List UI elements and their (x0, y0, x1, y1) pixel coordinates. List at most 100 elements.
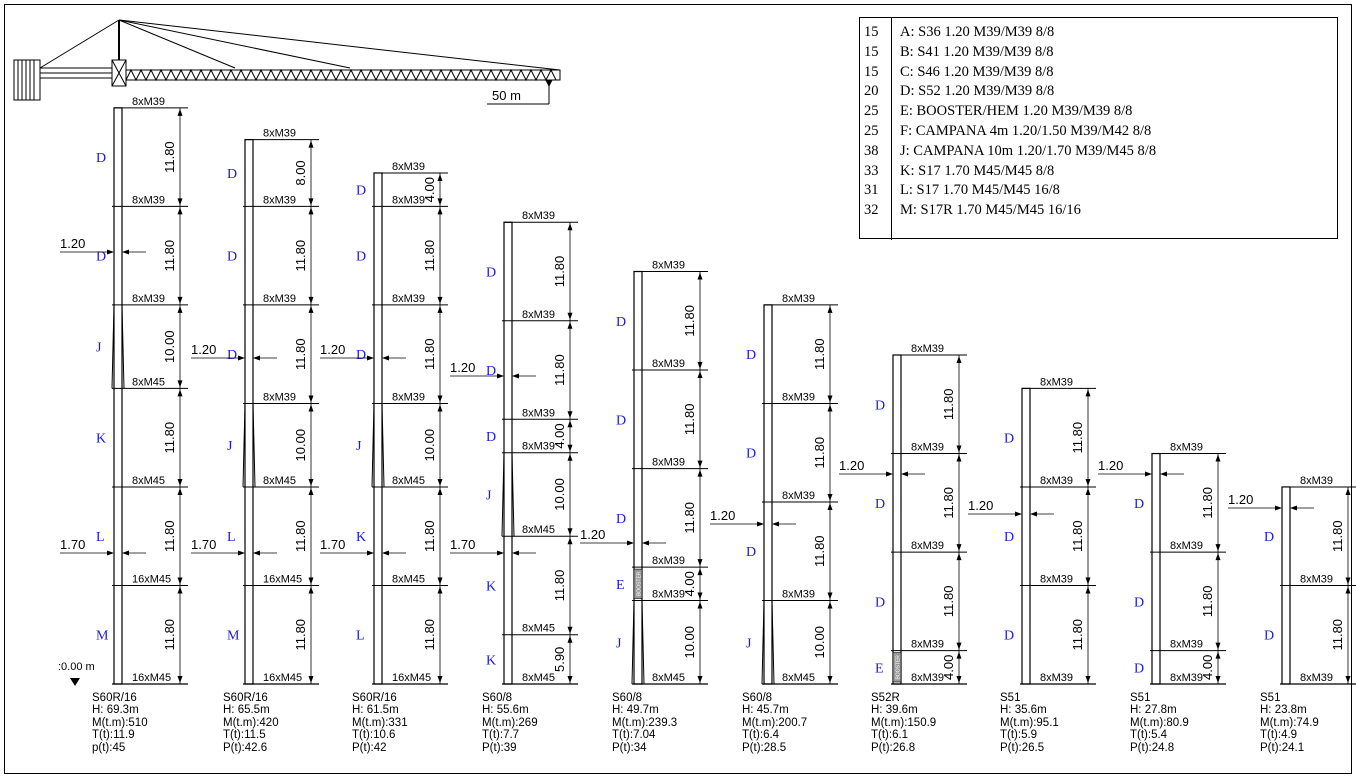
legend-count: 25 (864, 103, 879, 120)
tower-spec-load: P(t):42 (352, 741, 387, 754)
tower-spec-torque: T(t):4.9 (1260, 729, 1298, 742)
dimension-arrow (177, 207, 183, 215)
section-length-label: 10.00 (812, 626, 827, 659)
legend-text: M: S17R 1.70 M45/M45 16/16 (900, 202, 1081, 219)
section-type-letter: D (486, 430, 496, 445)
width-arrow (512, 373, 519, 379)
dimension-arrow (1085, 676, 1091, 683)
width-arrow (497, 373, 504, 379)
dimension-arrow (567, 528, 573, 536)
legend-count: 20 (864, 83, 879, 100)
booster-section (892, 652, 902, 683)
tower-spec-height: H: 23.8m (1260, 704, 1307, 717)
bolt-label: 8xM39 (652, 457, 685, 469)
width-label: 1.70 (191, 537, 216, 552)
bolt-label: 8xM39 (1040, 573, 1073, 585)
legend-text: D: S52 1.20 M39/M39 8/8 (900, 83, 1055, 100)
dimension-arrow (177, 380, 183, 388)
tower-spec-moment: M(t.m):74.9 (1260, 716, 1319, 729)
taper-line (111, 304, 115, 389)
tower-spec-height: H: 49.7m (612, 704, 659, 717)
dimension-arrow (437, 207, 443, 215)
width-label: 1.70 (60, 537, 85, 552)
section-length-label: 11.80 (812, 535, 827, 567)
section-length-label: 11.80 (422, 619, 437, 651)
tower-spec-torque: T(t):10.6 (352, 729, 396, 742)
crane-jib-icon (13, 19, 561, 105)
section-length-label: 11.80 (812, 338, 827, 370)
tower-spec-moment: M(t.m):80.9 (1130, 716, 1189, 729)
bolt-label: 8xM39 (522, 210, 555, 222)
dimension-arrow (827, 601, 833, 609)
dimension-arrow (437, 487, 443, 495)
section-type-letter: D (875, 595, 885, 610)
bolt-label: 8xM39 (392, 293, 425, 305)
section-type-letter: D (875, 398, 885, 413)
legend-text: B: S41 1.20 M39/M39 8/8 (900, 43, 1054, 60)
bolt-label: 8xM45 (132, 475, 165, 487)
taper-line (371, 403, 375, 487)
section-type-letter: L (227, 530, 236, 545)
dimension-arrow (177, 487, 183, 495)
bolt-label: 8xM39 (911, 672, 944, 684)
taper-line (761, 600, 765, 685)
dimension-arrow (697, 362, 703, 370)
booster-section (633, 568, 643, 599)
tower-spec-height: H: 55.6m (482, 704, 529, 717)
width-arrow (497, 550, 504, 556)
bolt-label: 8xM45 (522, 524, 555, 536)
width-arrow (122, 249, 129, 255)
width-label: 1.70 (320, 537, 345, 552)
section-type-letter: D (227, 250, 237, 265)
section-length-label: 4.00 (1200, 655, 1215, 680)
section-length-label: 11.80 (812, 437, 827, 469)
section-type-letter: J (227, 439, 233, 454)
section-length-label: 11.80 (162, 520, 177, 552)
section-type-letter: D (486, 364, 496, 379)
bolt-label: 8xM45 (522, 623, 555, 635)
taper-line (242, 403, 246, 487)
bolt-label: 8xM39 (782, 589, 815, 601)
dimension-arrow (308, 676, 314, 683)
section-length-label: 4.00 (552, 423, 567, 448)
bolt-label: 8xM39 (1040, 376, 1073, 388)
section-type-letter: D (616, 315, 626, 330)
legend-text: F: CAMPANA 4m 1.20/1.50 M39/M42 8/8 (900, 123, 1152, 139)
bolt-label: 8xM39 (1170, 540, 1203, 552)
width-arrow (901, 471, 908, 477)
width-label: 1.20 (1228, 492, 1253, 507)
section-type-letter: D (616, 413, 626, 428)
bolt-label: 8xM39 (652, 589, 685, 601)
section-type-letter: D (486, 266, 496, 281)
section-length-label: 11.80 (941, 586, 956, 618)
width-arrow (238, 355, 245, 361)
section-type-letter: M (96, 629, 109, 644)
tower-spec-load: p(t):45 (92, 741, 126, 754)
section-type-letter: J (616, 636, 622, 651)
tower-spec-model: S60/8 (742, 692, 773, 704)
width-arrow (772, 521, 779, 527)
dimension-arrow (177, 108, 183, 116)
section-length-label: 11.80 (682, 502, 697, 534)
bolt-label: 8xM39 (522, 441, 555, 453)
bolt-label: 16xM45 (132, 573, 171, 585)
dimension-arrow (956, 544, 962, 552)
bolt-label: 8xM45 (132, 376, 165, 388)
width-label: 1.20 (60, 236, 85, 251)
section-type-letter: D (746, 348, 756, 363)
section-length-label: 11.80 (162, 240, 177, 272)
width-label: 1.20 (839, 458, 864, 473)
dimension-arrow (308, 487, 314, 495)
bolt-label: 8xM39 (263, 391, 296, 403)
dimension-arrow (308, 586, 314, 594)
legend-text: J: CAMPANA 10m 1.20/1.70 M39/M45 8/8 (900, 142, 1157, 159)
bolt-label: 8xM39 (1040, 672, 1073, 684)
taper-line (381, 403, 385, 487)
section-length-label: 11.80 (941, 388, 956, 420)
taper-line (771, 600, 775, 685)
legend-text: C: S46 1.20 M39/M39 8/8 (900, 63, 1054, 80)
